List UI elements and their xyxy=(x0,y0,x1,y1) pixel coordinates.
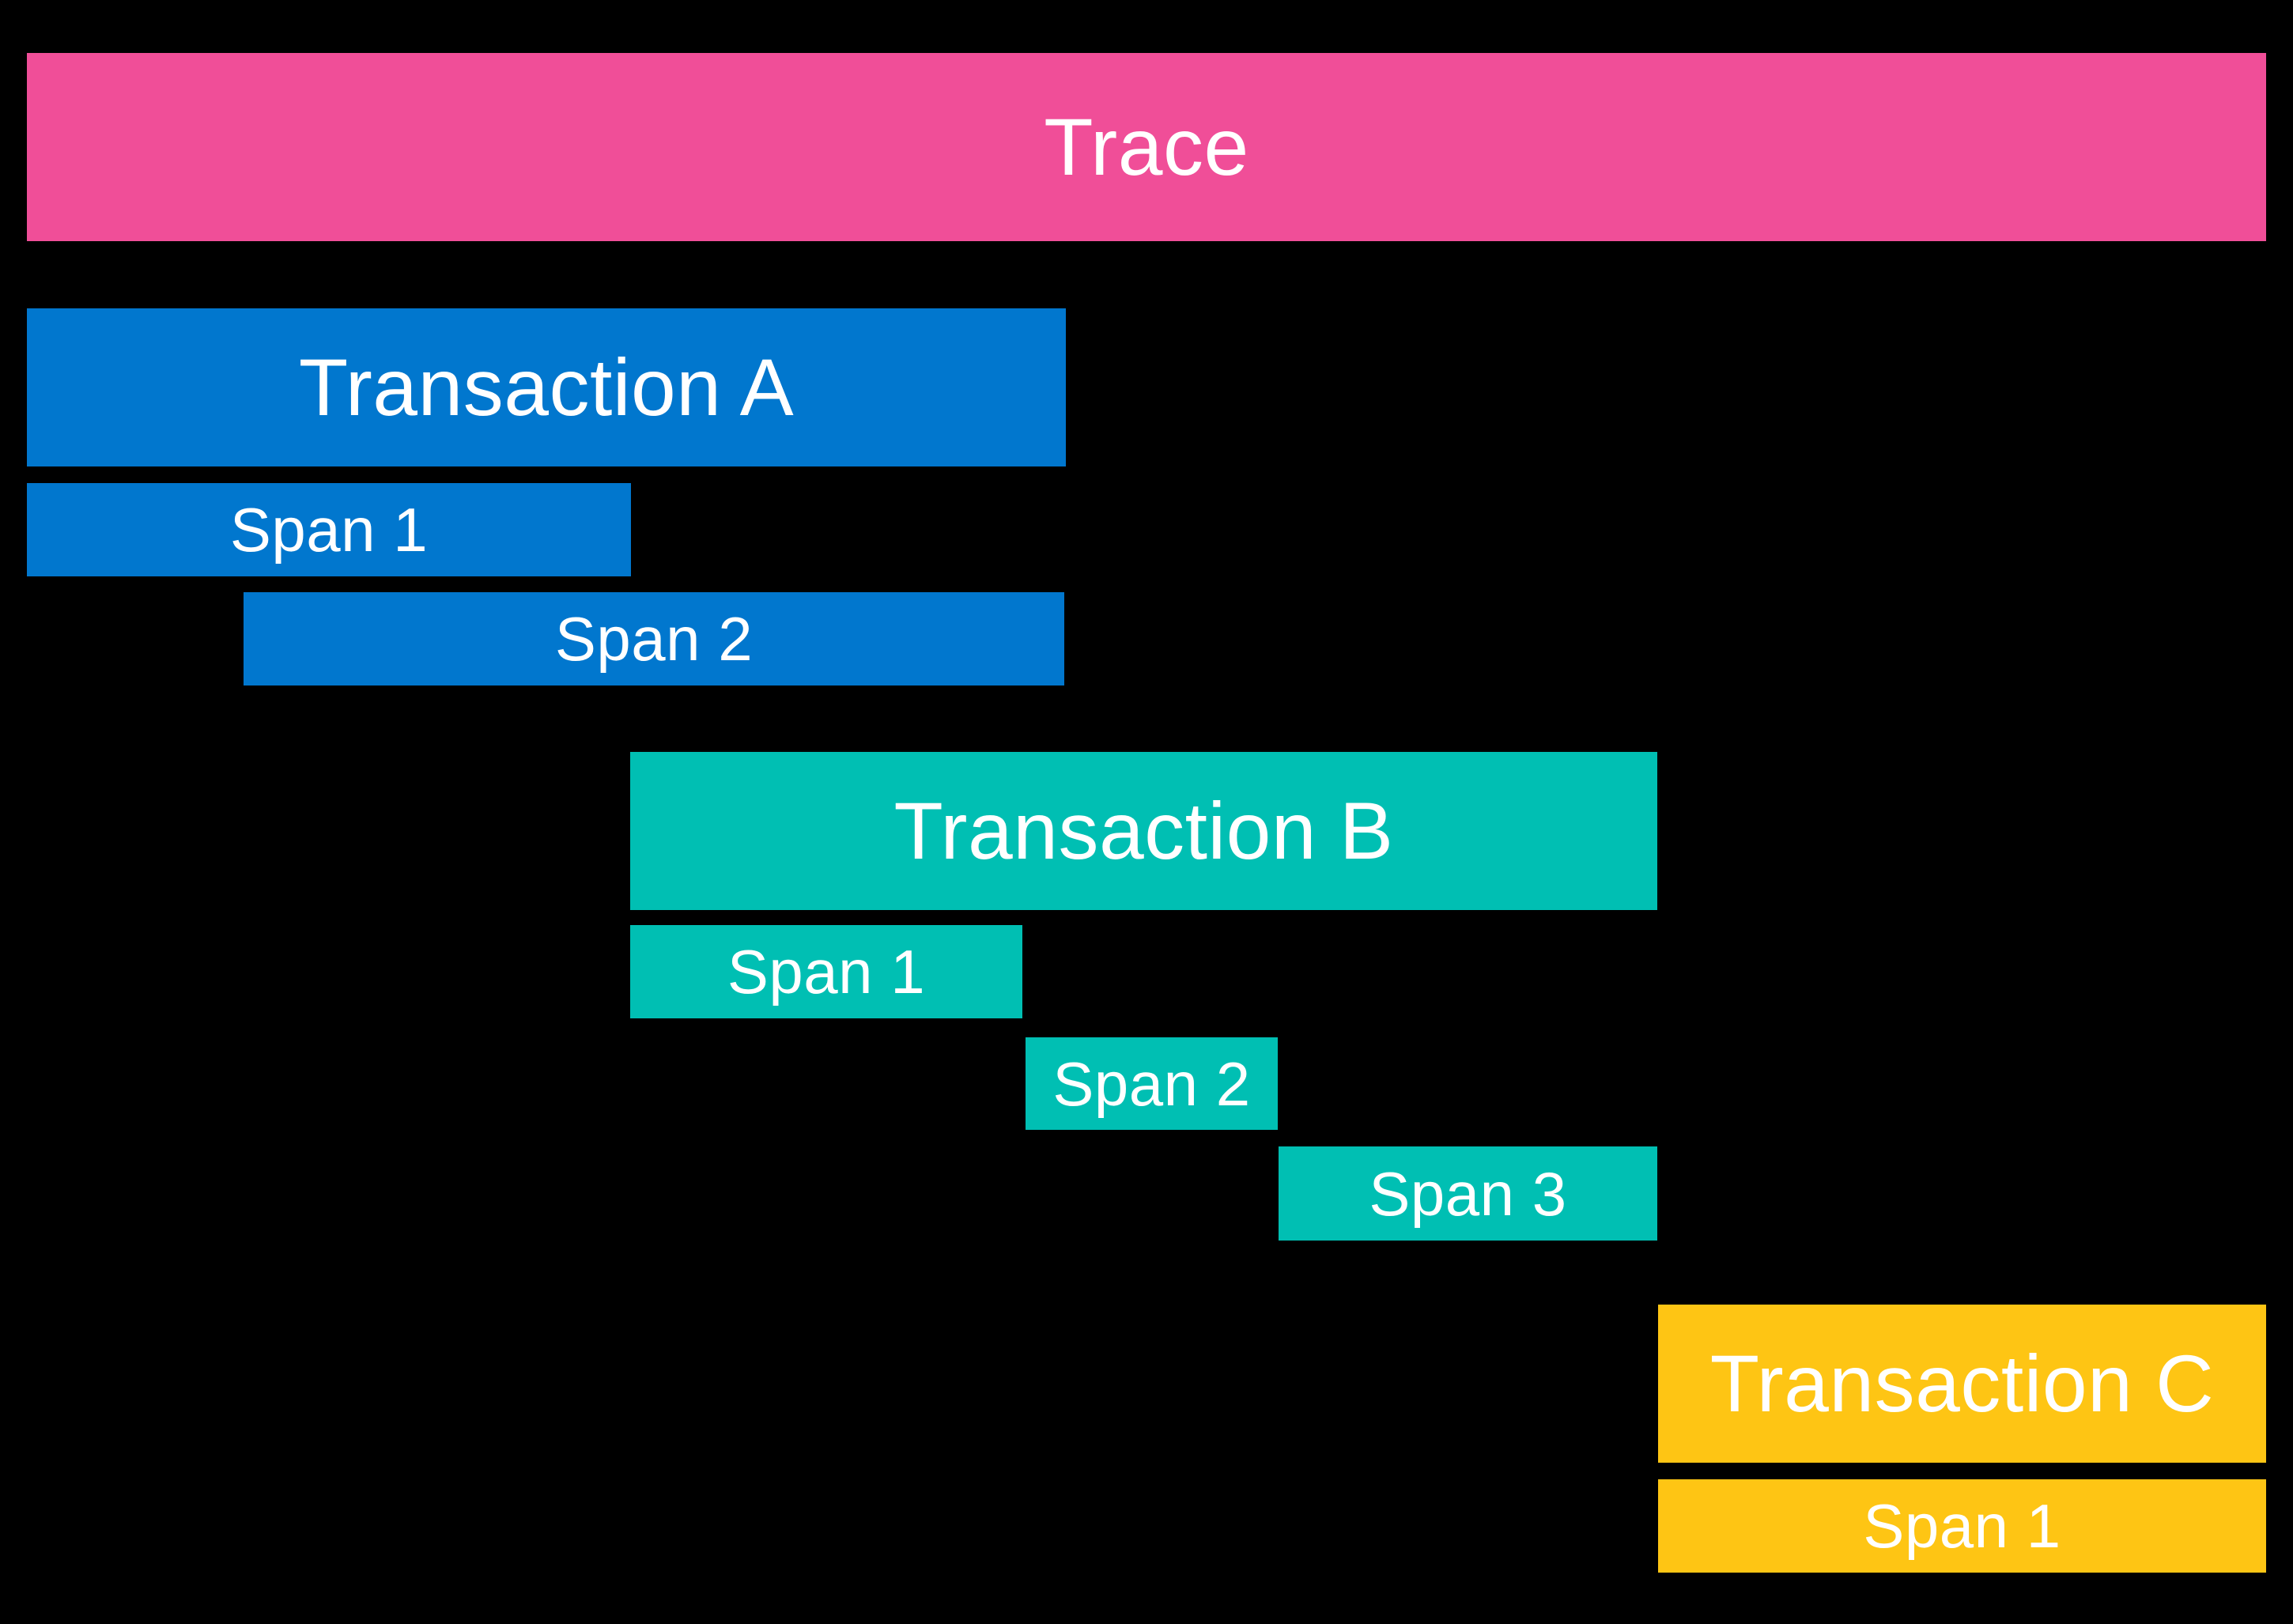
transaction-a-span-2-label: Span 2 xyxy=(554,604,754,674)
transaction-b-bar: Transaction B xyxy=(630,752,1657,910)
transaction-a-bar: Transaction A xyxy=(27,308,1066,466)
transaction-c-label: Transaction C xyxy=(1709,1339,2215,1429)
transaction-b-label: Transaction B xyxy=(893,786,1394,876)
transaction-b-span-1-label: Span 1 xyxy=(727,937,926,1007)
transaction-b-span-2-bar: Span 2 xyxy=(1026,1037,1278,1130)
transaction-c-span-1-label: Span 1 xyxy=(1863,1491,2061,1561)
transaction-a-span-2-bar: Span 2 xyxy=(244,592,1064,685)
transaction-b-span-2-label: Span 2 xyxy=(1052,1048,1251,1119)
transaction-c-bar: Transaction C xyxy=(1658,1305,2266,1463)
trace-label: Trace xyxy=(1044,102,1249,192)
transaction-c-span-1-bar: Span 1 xyxy=(1658,1479,2266,1573)
transaction-a-label: Transaction A xyxy=(298,342,795,432)
transaction-b-span-3-bar: Span 3 xyxy=(1279,1146,1657,1241)
transaction-b-span-3-label: Span 3 xyxy=(1369,1158,1567,1229)
transaction-b-span-1-bar: Span 1 xyxy=(630,925,1022,1018)
transaction-a-span-1-label: Span 1 xyxy=(229,495,429,565)
trace-bar: Trace xyxy=(27,53,2266,241)
transaction-a-span-1-bar: Span 1 xyxy=(27,483,631,576)
